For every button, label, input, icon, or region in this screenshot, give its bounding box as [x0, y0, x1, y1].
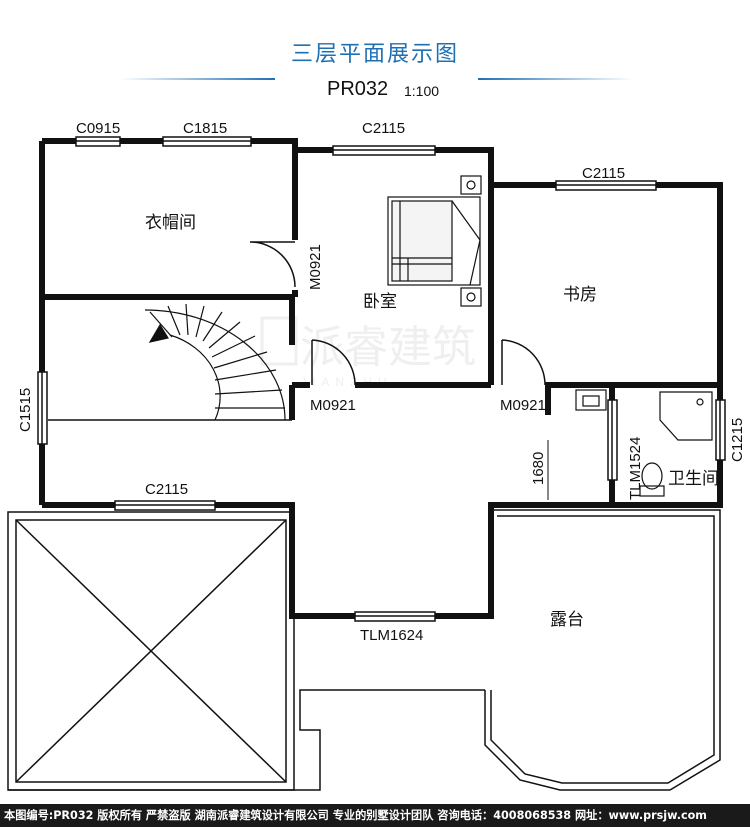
bathroom-fixtures [575, 389, 713, 497]
label-c1515: C1515 [17, 388, 34, 432]
watermark-text: 派睿建筑 [300, 322, 476, 373]
label-c2115-roof: C2115 [145, 481, 188, 498]
room-bedroom: 卧室 [363, 292, 397, 312]
label-dim-1680: 1680 [530, 452, 547, 485]
room-cloakroom: 衣帽间 [145, 213, 196, 233]
windows [37, 136, 726, 622]
page-title: 三层平面展示图 [290, 42, 459, 67]
label-c1215: C1215 [729, 418, 746, 462]
doors [249, 241, 546, 386]
room-bathroom: 卫生间 [668, 469, 719, 489]
label-c1815: C1815 [183, 120, 227, 137]
label-m0921-bed: M0921 [310, 397, 356, 414]
floor-plan: 派睿建筑 JIANZHU [7, 120, 746, 791]
label-c0915: C0915 [76, 120, 120, 137]
label-tlm1624: TLM1624 [360, 627, 423, 644]
room-study: 书房 [563, 285, 597, 305]
label-tlm1524: TLM1524 [627, 437, 644, 500]
title-bar [0, 30, 750, 80]
footer-bar: 本图编号:PR032 版权所有 严禁盗版 湖南派睿建筑设计有限公司 专业的别墅设… [0, 804, 750, 827]
label-c2115-bedroom: C2115 [362, 120, 405, 137]
label-m0921-cloak: M0921 [307, 244, 324, 290]
title-line-right [478, 78, 633, 80]
plan-scale: 1:100 [404, 83, 440, 99]
terrace [8, 509, 721, 791]
stair [144, 303, 286, 421]
label-m0921-hall: M0921 [500, 397, 546, 414]
roof [7, 511, 295, 791]
label-c2115-study: C2115 [582, 165, 625, 182]
plan-code: PR032 [327, 78, 389, 100]
bed-icon [387, 175, 482, 307]
title-line-left [120, 78, 275, 80]
room-terrace: 露台 [550, 610, 584, 630]
walls [39, 138, 723, 619]
